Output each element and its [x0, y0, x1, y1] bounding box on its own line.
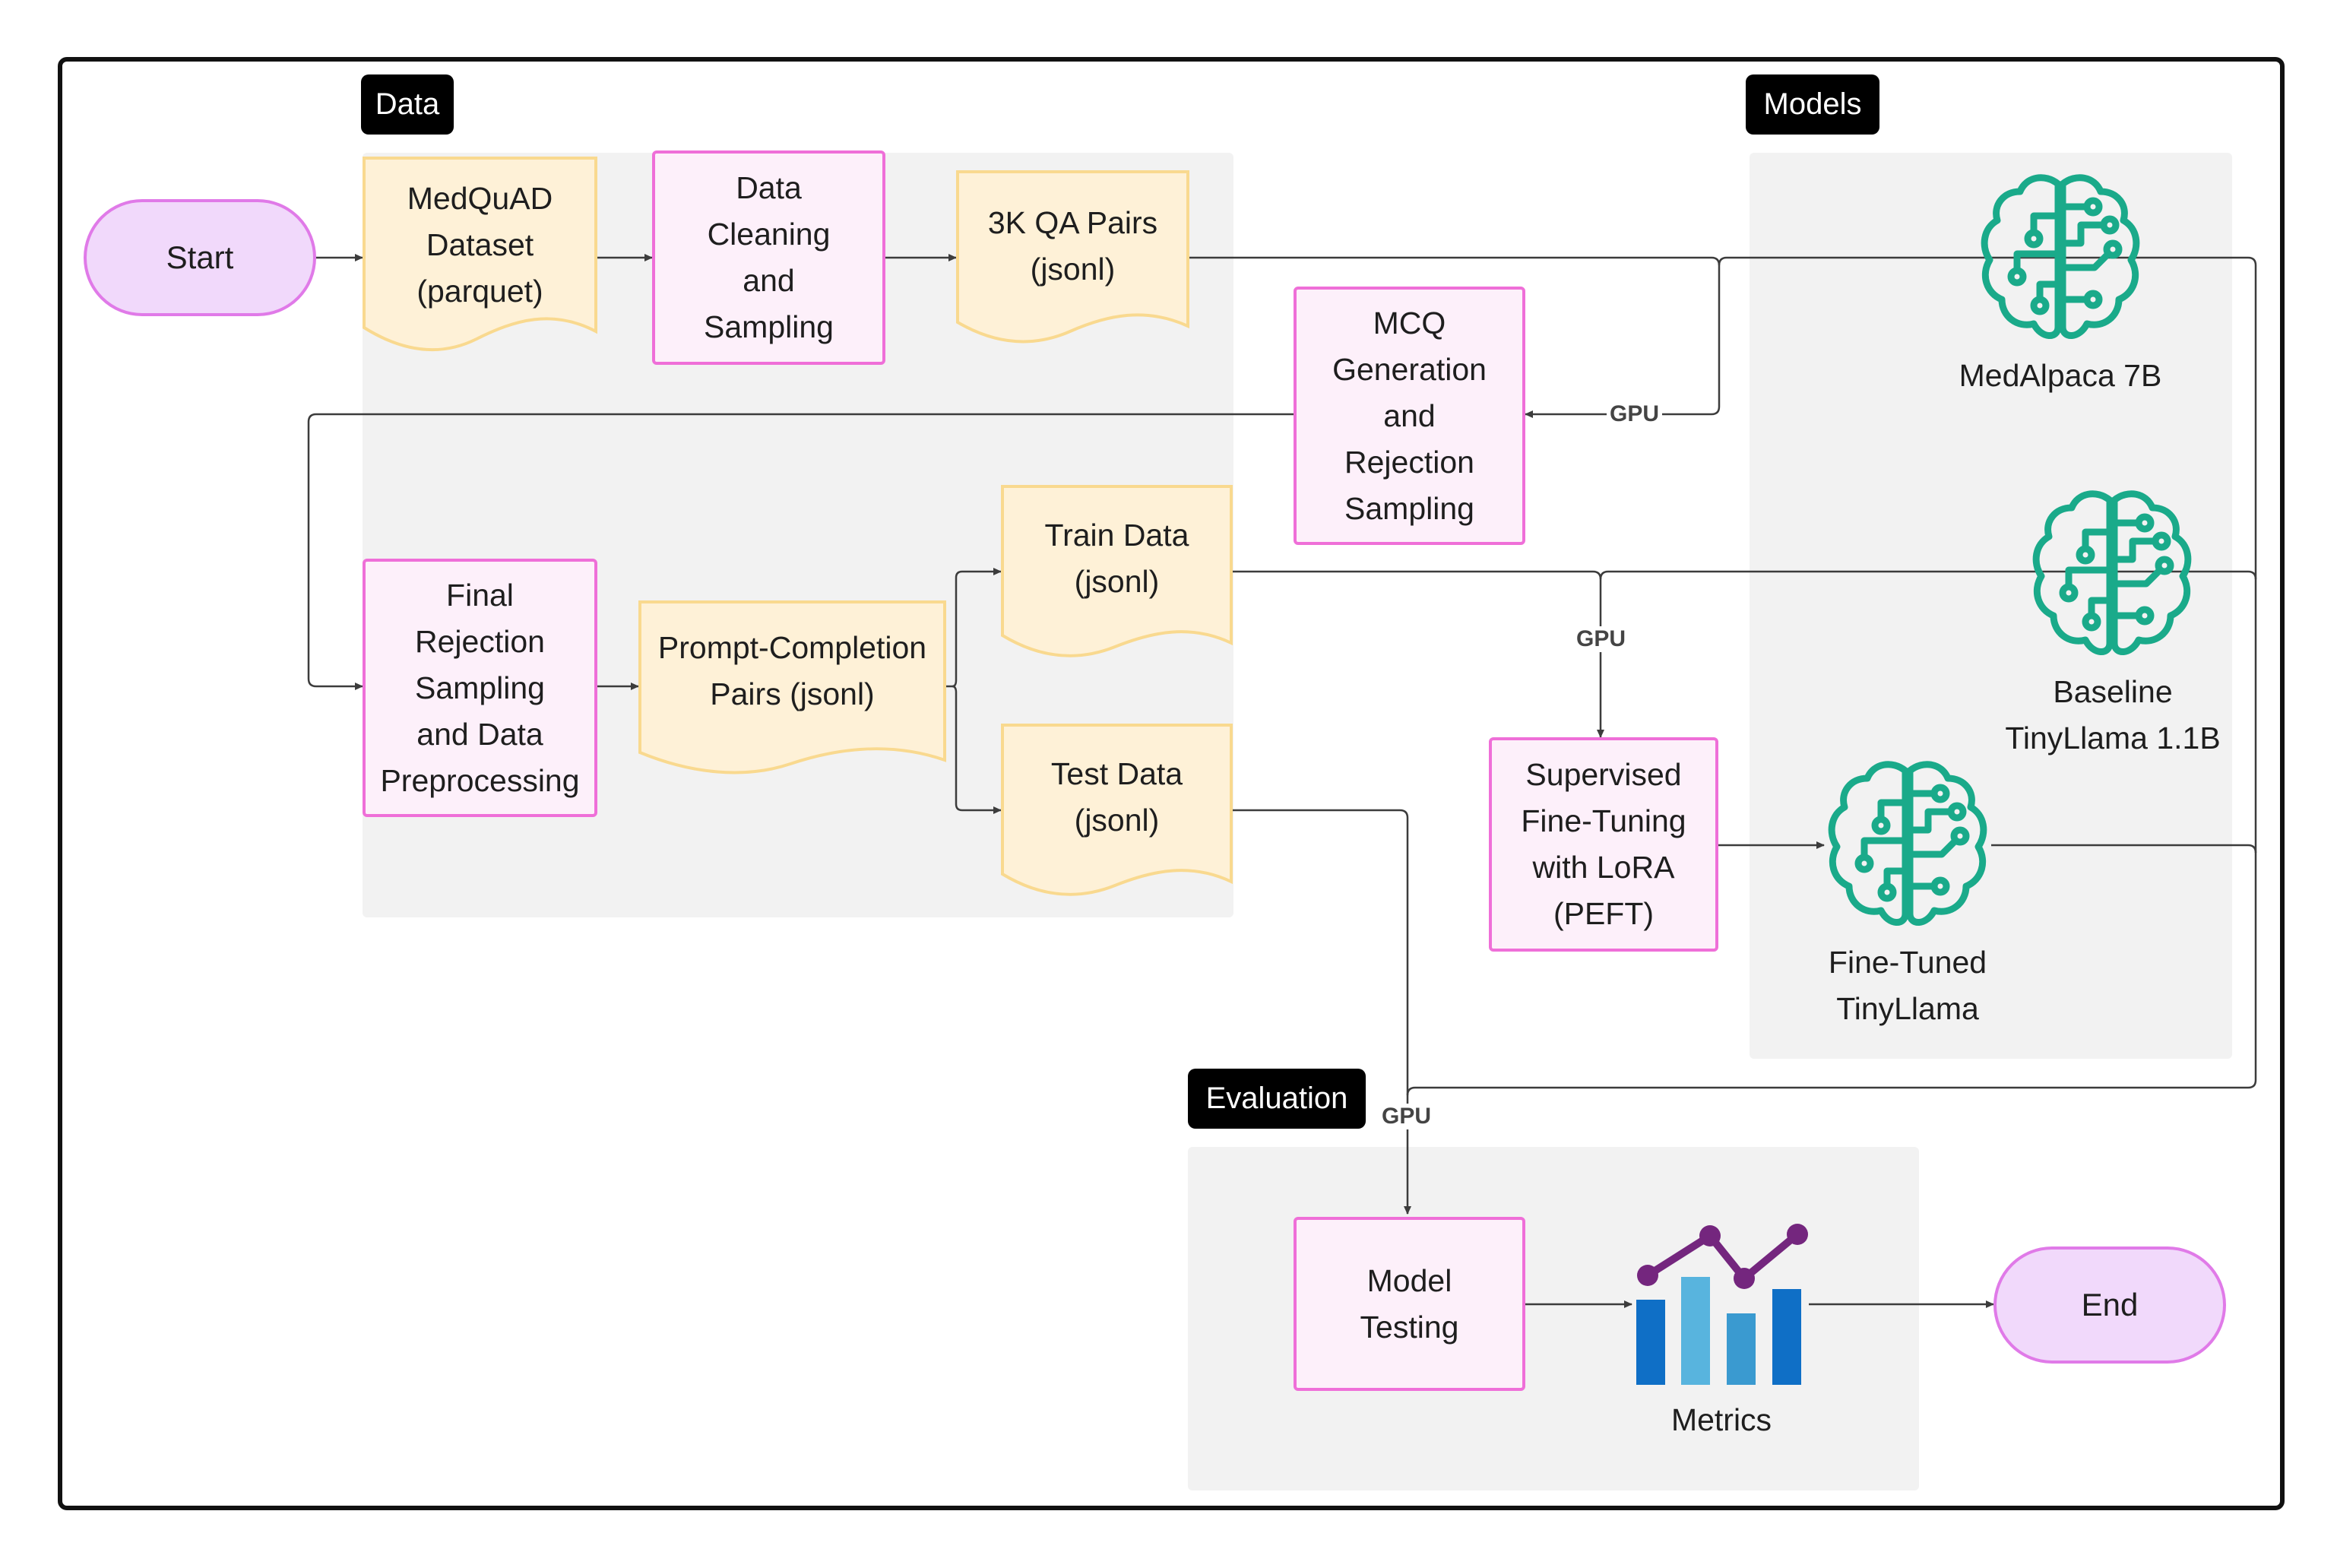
end-terminal[interactable]: End [1993, 1246, 2226, 1364]
edge-qa-mcq [1189, 256, 1721, 418]
metrics-chart-icon [1636, 1224, 1808, 1385]
train-data-label: Train Data (jsonl) [1044, 518, 1189, 599]
edge-prompt-train [946, 568, 1002, 688]
medquad-dataset-doc[interactable]: MedQuAD Dataset (parquet) [363, 157, 597, 357]
qa-pairs-label: 3K QA Pairs (jsonl) [987, 205, 1158, 287]
qa-pairs-doc[interactable]: 3K QA Pairs (jsonl) [956, 170, 1189, 347]
edge-test-testing [1233, 809, 1411, 1215]
baseline-tinyllama-label: Baseline TinyLlama 1.1B [2005, 674, 2221, 755]
model-testing-process[interactable]: Model Testing [1294, 1217, 1525, 1391]
gpu-label-mcq: GPU [1607, 401, 1663, 427]
evaluation-group-tag: Evaluation [1188, 1069, 1366, 1129]
test-data-doc[interactable]: Test Data (jsonl) [1001, 724, 1233, 900]
medquad-dataset-label: MedQuAD Dataset (parquet) [407, 181, 553, 309]
gpu-label-sft: GPU [1573, 626, 1629, 652]
edge-prompt-test [952, 685, 1002, 814]
sft-lora-process[interactable]: Supervised Fine-Tuning with LoRA (PEFT) [1489, 737, 1718, 952]
train-data-doc[interactable]: Train Data (jsonl) [1001, 485, 1233, 661]
gpu-label-eval: GPU [1379, 1104, 1435, 1129]
edge-mcq-final [307, 413, 1294, 690]
prompt-completion-label: Prompt-Completion Pairs (jsonl) [657, 630, 927, 711]
diagram-frame [58, 57, 2285, 1510]
baseline-tinyllama-brain-icon [2032, 490, 2192, 655]
edge-finetuned-line [1991, 844, 2257, 854]
prompt-completion-doc[interactable]: Prompt-Completion Pairs (jsonl) [638, 600, 946, 780]
medalpaca-label: MedAlpaca 7B [1959, 358, 2162, 393]
models-group [1750, 153, 2232, 1059]
edge-train-sft [1233, 570, 1604, 738]
models-group-tag: Models [1746, 74, 1879, 135]
edge-medalpaca-line [1406, 256, 2257, 1096]
medalpaca-brain-icon [1981, 174, 2140, 339]
mcq-generation-process[interactable]: MCQ Generation and Rejection Sampling [1294, 287, 1525, 545]
finetuned-tinyllama-brain-icon [1828, 761, 1987, 926]
data-cleaning-process[interactable]: Data Cleaning and Sampling [652, 150, 885, 365]
data-group-tag: Data [361, 74, 454, 135]
edge-baseline-line [1599, 570, 2257, 580]
final-rejection-process[interactable]: Final Rejection Sampling and Data Prepro… [363, 559, 597, 817]
start-terminal[interactable]: Start [84, 199, 316, 316]
test-data-label: Test Data (jsonl) [1050, 756, 1183, 838]
finetuned-tinyllama-label: Fine-Tuned TinyLlama [1828, 945, 1987, 1026]
metrics-label: Metrics [1670, 1402, 1772, 1437]
